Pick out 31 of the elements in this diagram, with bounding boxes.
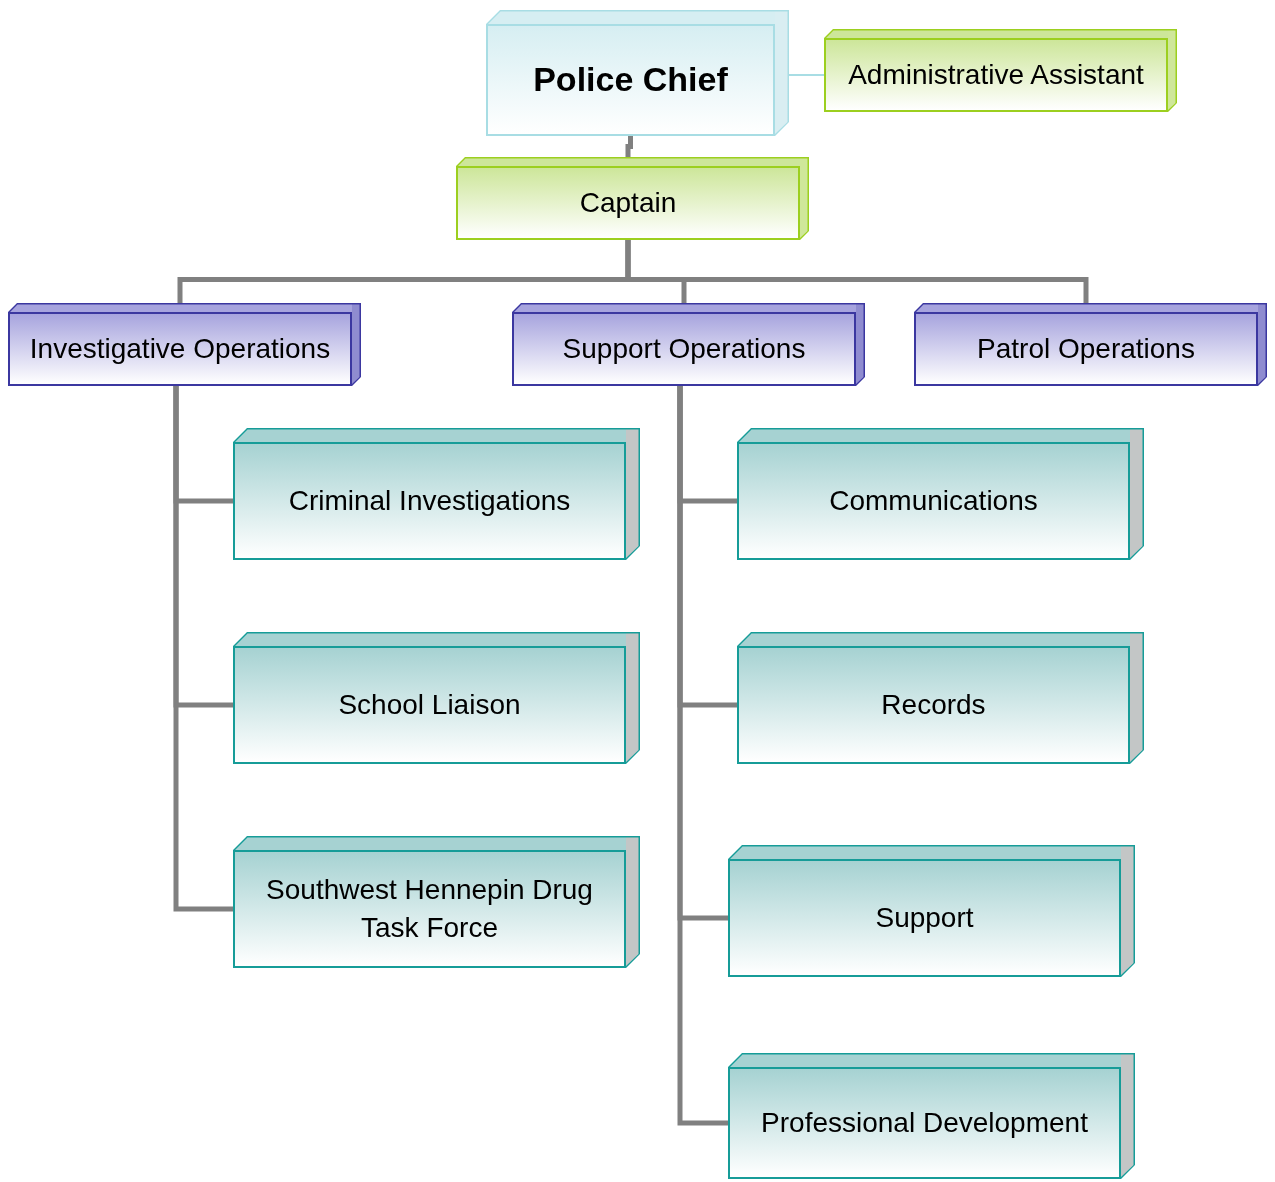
org-box [486,10,789,136]
connector-line [677,386,728,1126]
box-label: Investigative Operations [29,332,331,367]
box-label: Professional Development [761,1106,1088,1141]
connector-line [173,386,233,912]
org-box [737,428,1144,560]
org-box [737,632,1144,764]
org-box [824,29,1177,112]
box-label: Support Operations [562,332,806,367]
connector-line [625,240,1089,303]
box-label: Captain [579,186,677,221]
org-box [512,303,865,386]
org-box [233,428,640,560]
org-box [914,303,1267,386]
box-label: Police Chief [533,59,728,101]
box-label: Records [881,688,986,723]
box-label: School Liaison [338,688,521,723]
org-box [8,303,361,386]
org-box [456,157,809,240]
connector-line [788,74,825,76]
box-label: Patrol Operations [977,332,1195,367]
box-label: Southwest Hennepin Drug Task Force [265,873,594,945]
org-box [233,632,640,764]
org-box [728,845,1135,977]
box-label: Administrative Assistant [848,58,1144,93]
org-box [233,836,640,968]
org-box [728,1053,1135,1179]
box-label: Criminal Investigations [288,484,571,519]
connector-line [625,136,633,157]
box-label: Support [875,901,974,936]
box-label: Communications [829,484,1038,519]
